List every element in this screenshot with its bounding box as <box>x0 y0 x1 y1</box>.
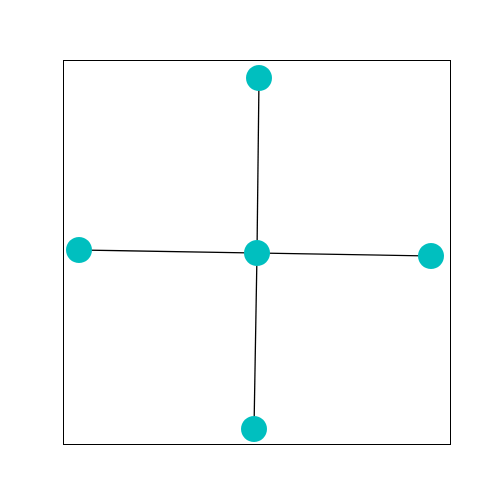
plot-frame <box>63 60 451 445</box>
node-right <box>418 243 444 269</box>
node-bottom <box>241 416 267 442</box>
edge-center-bottom <box>253 252 258 430</box>
edge-layer <box>78 77 432 430</box>
node-layer <box>66 65 444 442</box>
node-top <box>246 65 272 91</box>
edge-center-left <box>78 249 258 254</box>
edge-center-right <box>256 252 432 257</box>
node-center <box>244 240 270 266</box>
node-left <box>66 237 92 263</box>
edge-center-top <box>256 77 260 254</box>
